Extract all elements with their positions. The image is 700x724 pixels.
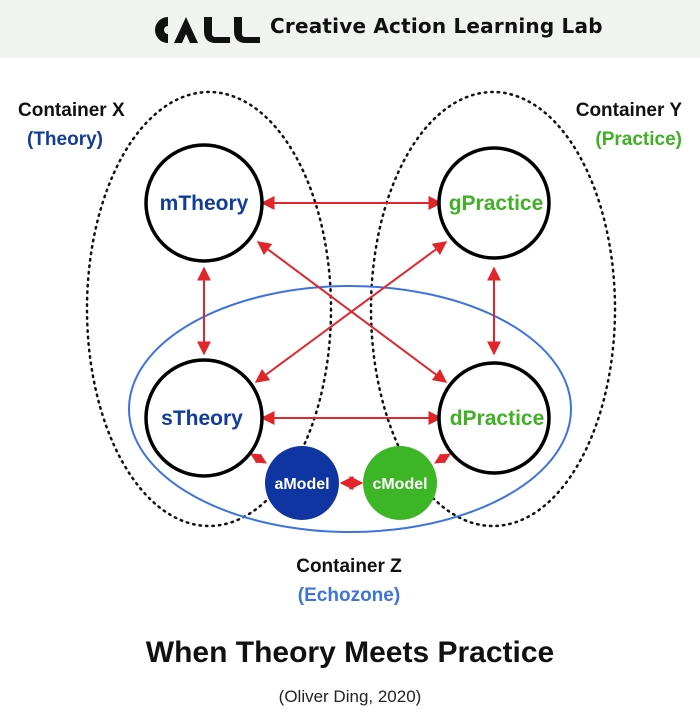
- node-gpractice-label: gPractice: [449, 192, 544, 215]
- node-mtheory: mTheory: [144, 143, 264, 263]
- theory-practice-diagram: mTheory gPractice sTheory dPractice aMod…: [18, 90, 683, 606]
- node-amodel-label: aModel: [274, 476, 329, 493]
- node-cmodel: cModel: [363, 446, 437, 520]
- container-y-boundary: [369, 90, 617, 528]
- node-dpractice: dPractice: [437, 361, 551, 475]
- node-gpractice: gPractice: [437, 146, 551, 260]
- node-dpractice-label: dPractice: [450, 407, 545, 430]
- node-amodel: aModel: [265, 446, 339, 520]
- call-logo-icon: [155, 17, 260, 43]
- node-cmodel-label: cModel: [372, 476, 427, 493]
- node-stheory: sTheory: [144, 358, 264, 478]
- container-z-subtitle: (Echozone): [298, 585, 400, 606]
- author-credit: (Oliver Ding, 2020): [278, 687, 422, 706]
- arrow-cmodel-dpractice: [434, 453, 451, 464]
- arrow-gpractice-stheory: [254, 241, 448, 383]
- container-y-subtitle: (Practice): [595, 129, 682, 150]
- container-y-name: Container Y: [576, 100, 683, 121]
- lab-name: Creative Action Learning Lab: [270, 14, 603, 38]
- container-z-name: Container Z: [296, 556, 402, 577]
- container-x-subtitle: (Theory): [27, 129, 103, 150]
- node-mtheory-label: mTheory: [160, 192, 249, 215]
- container-x-name: Container X: [18, 100, 125, 121]
- header-banner: Creative Action Learning Lab: [0, 0, 700, 58]
- node-stheory-label: sTheory: [161, 407, 243, 430]
- page-title: When Theory Meets Practice: [145, 636, 555, 669]
- call-logo: [144, 13, 264, 47]
- arrow-stheory-amodel: [250, 453, 267, 464]
